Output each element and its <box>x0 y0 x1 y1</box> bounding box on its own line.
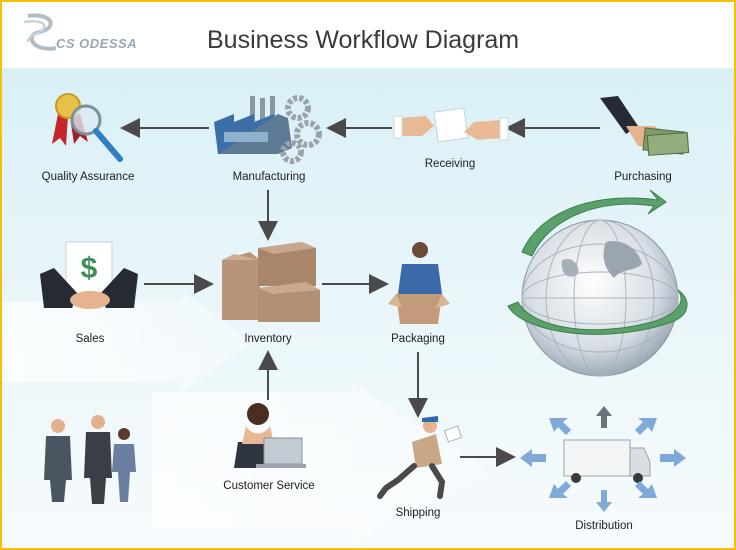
customer-service-icon <box>234 403 306 468</box>
node-label-inventory: Inventory <box>244 333 292 345</box>
packaging-icon <box>388 242 450 324</box>
quality-assurance-icon <box>52 93 123 162</box>
inventory-icon <box>222 242 320 322</box>
node-label-purchasing: Purchasing <box>614 171 672 183</box>
node-label-packaging: Packaging <box>391 333 445 345</box>
node-label-receiving: Receiving <box>424 158 476 170</box>
node-label-shipping: Shipping <box>395 507 441 519</box>
node-label-sales: Sales <box>75 333 105 345</box>
shipping-icon <box>377 416 463 499</box>
node-label-customer-service: Customer Service <box>223 480 315 492</box>
company-logo <box>23 13 57 51</box>
svg-text:$: $ <box>81 252 98 285</box>
node-label-quality-assurance: Quality Assurance <box>41 171 135 183</box>
node-label-distribution: Distribution <box>575 520 633 532</box>
background-arrow-lower <box>152 382 492 542</box>
sales-icon: $ <box>40 241 138 309</box>
business-people-icon <box>44 415 136 504</box>
distribution-icon <box>520 406 686 512</box>
diagram-title: Business Workflow Diagram <box>207 26 520 54</box>
logo-text: CS ODESSA <box>56 36 138 51</box>
manufacturing-icon <box>214 95 322 164</box>
receiving-icon <box>393 107 509 143</box>
header: CS ODESSA Business Workflow Diagram <box>2 2 734 68</box>
purchasing-icon <box>600 96 690 156</box>
background-arrow-upper <box>2 292 252 392</box>
node-label-manufacturing: Manufacturing <box>232 171 306 183</box>
globe-icon <box>507 189 688 377</box>
